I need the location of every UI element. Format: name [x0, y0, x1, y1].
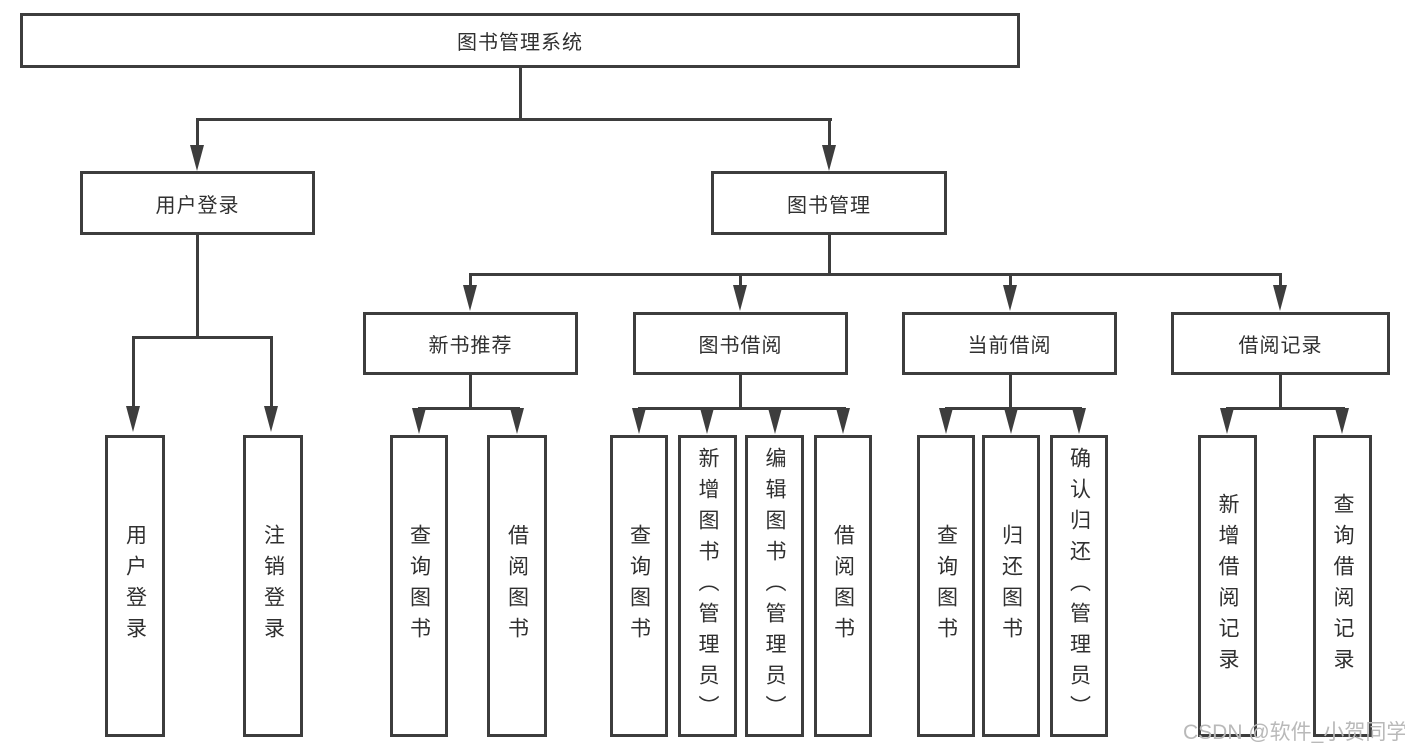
node-book-borrow: 图书借阅	[633, 312, 848, 375]
arrow-down-icon	[463, 285, 477, 311]
node-root-label: 图书管理系统	[457, 32, 583, 54]
arrow-down-icon	[1335, 408, 1349, 434]
leaf-query-books-3: 查询图书	[917, 435, 975, 737]
connector-vline	[1279, 375, 1282, 410]
arrow-down-icon	[126, 406, 140, 432]
leaf-query-borrow-record: 查询借阅记录	[1313, 435, 1372, 737]
connector-hline	[132, 336, 273, 339]
arrow-down-icon	[836, 408, 850, 434]
node-borrow-records-label: 借阅记录	[1238, 335, 1323, 357]
leaf-edit-books-admin-label: 编辑图书（管理员）	[763, 446, 786, 726]
arrow-down-icon	[822, 145, 836, 171]
arrow-down-icon	[412, 408, 426, 434]
arrow-down-icon	[768, 408, 782, 434]
leaf-confirm-return-admin: 确认归还（管理员）	[1050, 435, 1108, 737]
connector-hline	[638, 407, 846, 410]
arrow-down-icon	[510, 408, 524, 434]
leaf-confirm-return-admin-label: 确认归还（管理员）	[1067, 446, 1091, 726]
node-new-book-recommend-label: 新书推荐	[428, 335, 513, 357]
leaf-add-borrow-record: 新增借阅记录	[1198, 435, 1257, 737]
leaf-query-books-2: 查询图书	[610, 435, 668, 737]
connector-vline	[739, 276, 742, 288]
connector-vline	[1279, 276, 1282, 288]
watermark-text: CSDN @软件_小贺同学	[1183, 721, 1405, 744]
leaf-return-books-label: 归还图书	[999, 524, 1023, 648]
node-current-borrow-label: 当前借阅	[967, 335, 1052, 357]
connector-hline	[1226, 407, 1345, 410]
leaf-add-books-admin: 新增图书（管理员）	[678, 435, 737, 737]
leaf-user-login-label: 用户登录	[123, 524, 147, 648]
connector-vline	[196, 121, 199, 149]
arrow-down-icon	[1004, 408, 1018, 434]
leaf-query-books-1: 查询图书	[390, 435, 448, 737]
leaf-query-books-2-label: 查询图书	[627, 524, 651, 648]
leaf-borrow-books-1: 借阅图书	[487, 435, 547, 737]
arrow-down-icon	[1220, 408, 1234, 434]
arrow-down-icon	[1072, 408, 1086, 434]
leaf-logout: 注销登录	[243, 435, 303, 737]
node-user-login: 用户登录	[80, 171, 315, 235]
arrow-down-icon	[939, 408, 953, 434]
connector-vline	[469, 276, 472, 288]
connector-vline	[469, 375, 472, 410]
node-borrow-records: 借阅记录	[1171, 312, 1390, 375]
arrow-down-icon	[733, 285, 747, 311]
arrow-down-icon	[632, 408, 646, 434]
connector-hline	[196, 118, 832, 121]
node-user-login-label: 用户登录	[155, 194, 240, 217]
connector-vline	[739, 375, 742, 410]
leaf-edit-books-admin: 编辑图书（管理员）	[745, 435, 804, 737]
connector-vline	[270, 339, 273, 409]
connector-vline	[828, 121, 831, 149]
arrow-down-icon	[264, 406, 278, 432]
leaf-query-books-3-label: 查询图书	[934, 524, 958, 648]
connector-hline	[469, 273, 1282, 276]
leaf-borrow-books-1-label: 借阅图书	[505, 524, 529, 648]
leaf-logout-label: 注销登录	[261, 524, 285, 648]
leaf-user-login: 用户登录	[105, 435, 165, 737]
connector-vline	[1009, 375, 1012, 410]
leaf-query-borrow-record-label: 查询借阅记录	[1331, 493, 1354, 679]
node-root: 图书管理系统	[20, 13, 1020, 68]
connector-vline	[519, 68, 522, 118]
leaf-borrow-books-2: 借阅图书	[814, 435, 872, 737]
arrow-down-icon	[1273, 285, 1287, 311]
leaf-return-books: 归还图书	[982, 435, 1040, 737]
node-book-borrow-label: 图书借阅	[698, 335, 783, 357]
arrow-down-icon	[1003, 285, 1017, 311]
node-current-borrow: 当前借阅	[902, 312, 1117, 375]
connector-hline	[418, 407, 520, 410]
node-new-book-recommend: 新书推荐	[363, 312, 578, 375]
connector-vline	[196, 235, 199, 339]
arrow-down-icon	[190, 145, 204, 171]
node-book-management: 图书管理	[711, 171, 947, 235]
leaf-query-books-1-label: 查询图书	[407, 524, 431, 648]
leaf-add-books-admin-label: 新增图书（管理员）	[696, 446, 719, 726]
leaf-borrow-books-2-label: 借阅图书	[831, 524, 855, 648]
leaf-add-borrow-record-label: 新增借阅记录	[1216, 493, 1239, 679]
connector-vline	[1009, 276, 1012, 288]
connector-vline	[132, 339, 135, 409]
arrow-down-icon	[700, 408, 714, 434]
connector-vline	[828, 235, 831, 276]
node-book-management-label: 图书管理	[787, 194, 871, 217]
